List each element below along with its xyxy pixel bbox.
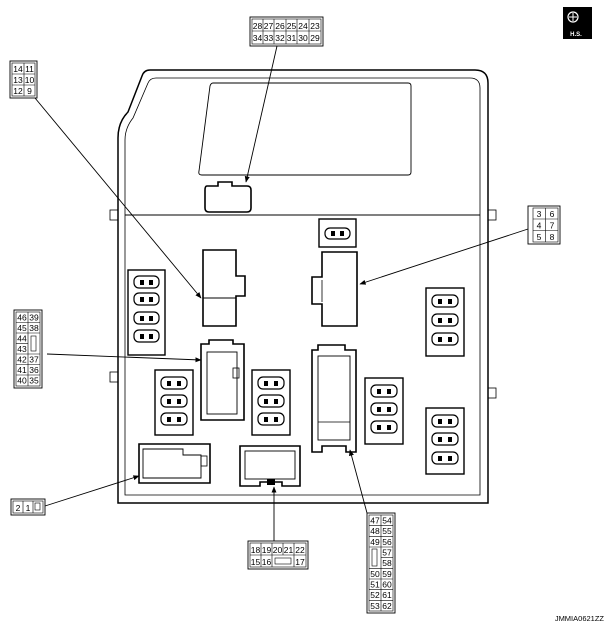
pin-label: 16 (262, 557, 272, 567)
pin-label: 17 (295, 557, 305, 567)
pin-label: 14 (13, 64, 23, 74)
pin-label: 32 (275, 33, 285, 43)
pin-label: 19 (262, 545, 272, 555)
pin-label: 49 (370, 537, 380, 547)
connector-socket-bottom-right (311, 344, 357, 453)
pin-label: 43 (17, 344, 27, 354)
pin-label: 33 (264, 33, 274, 43)
pin-label: 58 (382, 558, 392, 568)
pin-label: 22 (295, 545, 305, 555)
pin-label: 61 (382, 590, 392, 600)
pin-label: 56 (382, 537, 392, 547)
pin-label: 20 (273, 545, 283, 555)
pin-label: 55 (382, 526, 392, 536)
pin-label: 4 (537, 221, 542, 231)
pin-label: 51 (370, 580, 380, 590)
fuse-holder-right-lower (425, 407, 465, 475)
pin-label: 13 (13, 75, 23, 85)
pin-label: 21 (284, 545, 294, 555)
fuse-holder-top-center (318, 218, 357, 248)
pin-label: 45 (17, 323, 27, 333)
pin-label: 5 (537, 232, 542, 242)
connector-socket-upper-left (202, 249, 246, 327)
pin-label: 27 (264, 21, 274, 31)
pin-label: 39 (29, 313, 39, 323)
pin-label: 44 (17, 334, 27, 344)
pin-label: 41 (17, 365, 27, 375)
pin-label: 8 (550, 232, 555, 242)
pin-label: 25 (287, 21, 297, 31)
pin-label: 35 (29, 376, 39, 386)
pin-label: 15 (251, 557, 261, 567)
pin-label: 31 (287, 33, 297, 43)
pin-label: 46 (17, 313, 27, 323)
fuse-holder-right-middle (364, 377, 404, 445)
pin-label: 12 (13, 86, 23, 96)
connector-socket-bottom-left (138, 443, 211, 484)
pin-label: 9 (27, 86, 32, 96)
pin-table-top: 28 27 26 25 24 23 34 33 32 31 30 29 (249, 16, 324, 47)
figure-code: JMMIA0621ZZ (555, 614, 605, 623)
pin-label: 42 (17, 355, 27, 365)
badge-label: H.S. (570, 32, 582, 38)
pin-label: 57 (382, 548, 392, 558)
pin-label: 54 (382, 516, 392, 526)
pin-label: 50 (370, 569, 380, 579)
hs-logo-icon: H.S. (563, 7, 592, 39)
pin-table-bottom-left: 2 1 (10, 498, 46, 516)
pin-label: 34 (253, 33, 263, 43)
pin-label: 60 (382, 580, 392, 590)
pin-label: 18 (251, 545, 261, 555)
pin-label: 11 (25, 64, 34, 74)
pin-label: 38 (29, 323, 39, 333)
pin-table-upper-left: 14 11 13 10 12 9 (9, 60, 38, 99)
pin-label: 37 (29, 355, 39, 365)
fuse-holder-center (251, 369, 291, 436)
pin-table-left: 46 39 45 38 44 43 42 37 41 36 40 35 (13, 309, 43, 389)
pin-label: 1 (26, 503, 31, 513)
fuse-block-housing (109, 69, 497, 504)
pin-label: 52 (370, 590, 380, 600)
connector-socket-upper-right (311, 251, 358, 327)
pin-label: 3 (537, 209, 542, 219)
pin-label: 53 (370, 601, 380, 611)
pin-label: 40 (17, 376, 27, 386)
pin-label: 30 (298, 33, 308, 43)
pin-label: 23 (310, 21, 320, 31)
leader-lines (34, 45, 529, 541)
pin-label: 59 (382, 569, 392, 579)
pin-label: 10 (25, 75, 35, 85)
pin-table-right: 3 6 4 7 5 8 (527, 205, 561, 245)
pin-label: 26 (275, 21, 285, 31)
pin-label: 24 (298, 21, 308, 31)
pin-label: 48 (370, 526, 380, 536)
pin-label: 6 (550, 209, 555, 219)
pin-label: 7 (550, 221, 555, 231)
pin-label: 29 (310, 33, 320, 43)
pin-table-bottom-right: 47 54 48 55 49 56 57 58 50 59 51 60 52 6… (366, 512, 396, 614)
fuse-holder-left-upper (127, 269, 166, 356)
pin-label: 47 (370, 516, 380, 526)
connector-socket-bottom-middle (239, 445, 301, 487)
pin-label: 36 (29, 365, 39, 375)
fuse-holder-left-lower (154, 369, 194, 436)
pin-label: 2 (16, 503, 21, 513)
connector-socket-left (200, 339, 245, 421)
fuse-holder-right-upper (425, 287, 465, 357)
pin-label: 62 (382, 601, 392, 611)
pin-label: 28 (253, 21, 263, 31)
pin-table-bottom-middle: 18 19 20 21 22 15 16 17 (247, 540, 309, 570)
